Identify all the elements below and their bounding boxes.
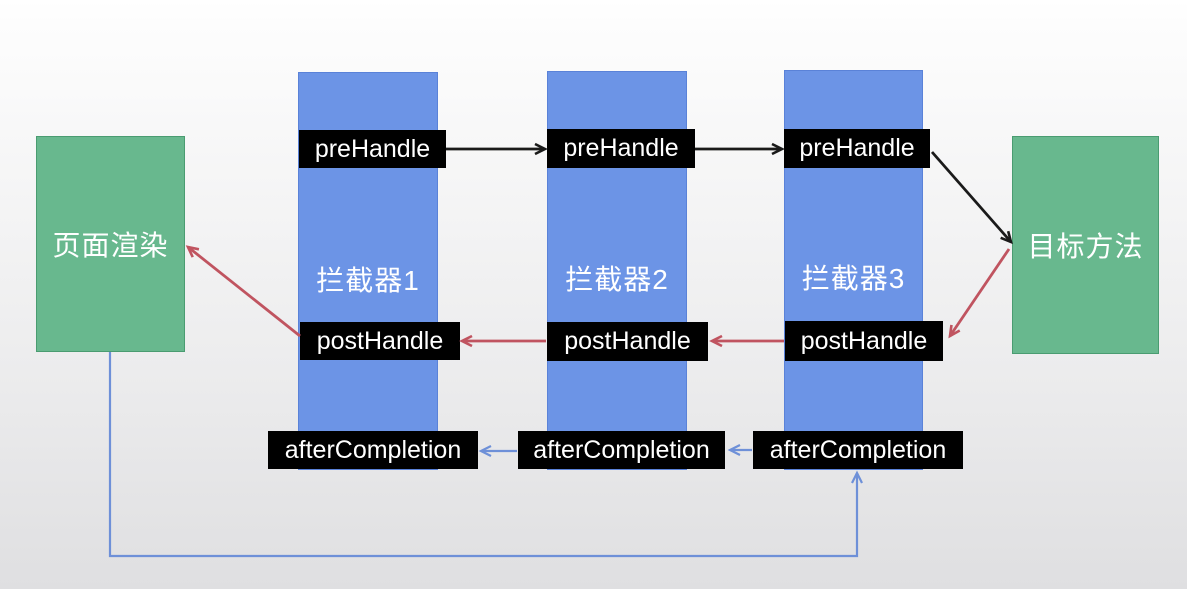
arrow-posthandle-1-to-page-render bbox=[185, 245, 301, 338]
aftercompletion-label-3: afterCompletion bbox=[753, 431, 963, 469]
posthandle-label-1: postHandle bbox=[300, 322, 460, 360]
interceptor-title-3: 拦截器3 bbox=[801, 263, 906, 294]
arrow-target-to-posthandle-3 bbox=[948, 248, 1011, 339]
page-render-node: 页面渲染 bbox=[36, 136, 185, 352]
arrow-page-render-to-aftercompletion-3 bbox=[108, 352, 863, 558]
target-method-label: 目标方法 bbox=[1027, 231, 1144, 262]
prehandle-label-1: preHandle bbox=[299, 130, 446, 168]
interceptor-title-2: 拦截器2 bbox=[565, 264, 669, 295]
aftercompletion-label-2: afterCompletion bbox=[518, 431, 725, 469]
aftercompletion-label-1: afterCompletion bbox=[268, 431, 478, 469]
posthandle-label-2: postHandle bbox=[547, 322, 708, 361]
prehandle-label-2: preHandle bbox=[547, 129, 695, 168]
posthandle-label-3: postHandle bbox=[785, 321, 943, 361]
arrow-prehandle-3-to-target bbox=[930, 151, 1013, 245]
target-method-node: 目标方法 bbox=[1012, 136, 1159, 354]
page-render-label: 页面渲染 bbox=[52, 230, 169, 261]
interceptor-title-1: 拦截器1 bbox=[316, 265, 420, 296]
prehandle-label-3: preHandle bbox=[784, 129, 930, 168]
